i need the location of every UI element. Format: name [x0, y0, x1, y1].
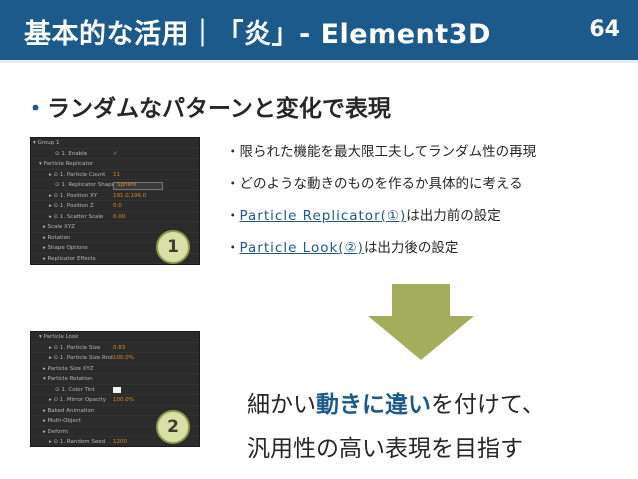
property-row: ▸ Baked Animation [31, 406, 199, 416]
property-row: ▸ ⊙ 1. Scatter Scale 6.00 [31, 212, 199, 222]
property-label: ⊙ 1. Replicator Shape [55, 182, 116, 188]
property-row: ▾ Particle Look [31, 332, 199, 343]
color-swatch [113, 386, 121, 393]
property-label: ▾ Particle Replicator [39, 161, 94, 167]
property-label: ▸ Scale XYZ [43, 224, 75, 230]
property-value: 11 [113, 171, 120, 178]
bullet-prefix: ・ [226, 240, 240, 256]
bullet-item: ・どのような動きのものを作るか具体的に考える [226, 172, 536, 204]
property-label: ▸ Shape Options [43, 245, 88, 251]
bullet-prefix: ・ [226, 208, 240, 224]
property-label: ▸ ⊙ 1. Particle Count [49, 171, 106, 178]
property-label: ▸ Particle Size XYZ [43, 365, 94, 372]
conclusion-part: を付けて、 [431, 392, 545, 418]
bullet-item: ・Particle Replicator(①)は出力前の設定 [226, 204, 536, 236]
particle-replicator-link[interactable]: Particle Replicator(①) [239, 208, 407, 224]
property-row: ▾ Particle Rotation [31, 374, 199, 385]
property-label: ▸ Rotation [43, 234, 71, 241]
property-row: ▸ Scale XYZ [31, 222, 199, 233]
property-label: ▾ Group 1 [33, 140, 60, 146]
property-value: 0.0 [113, 203, 122, 209]
property-label: ▸ Deform [43, 428, 68, 435]
property-label: ▸ ⊙ 1. Position Z [49, 203, 94, 209]
property-value: 1200 [113, 264, 127, 265]
property-label: ▸ ⊙ 1. Scatter Scale [49, 213, 104, 220]
conclusion-highlight: 動きに違い [316, 392, 431, 418]
down-arrow-icon [368, 284, 474, 360]
slide-header: 基本的な活用｜「炎」- Element3D 64 [0, 0, 638, 63]
property-value: ✓ [113, 150, 118, 157]
property-row: ▾ Particle Replicator [31, 159, 199, 170]
property-row: ⊙ 1. Color Tint [31, 385, 199, 395]
property-row: ▸ ⊙ 1. Particle Size 0.83 [31, 343, 199, 353]
conclusion-line-1: 細かい動きに違いを付けて、 [247, 383, 545, 427]
property-row: ▸ ⊙ 1. Particle Count 11 [31, 170, 199, 180]
badge-2: 2 [156, 410, 190, 444]
property-row: ▸ ⊙ 1. Position Z 0.0 [31, 201, 199, 212]
property-row: ▸ Deform [31, 427, 199, 437]
property-value: 191.0,196.0 [113, 192, 147, 199]
property-row: ▾ Group 1 [31, 138, 199, 149]
property-label: ⊙ 1. Color Tint [55, 386, 95, 393]
property-row: ▸ Particle Size XYZ [31, 364, 199, 374]
bullet-text: ・どのような動きのものを作るか具体的に考える [226, 176, 523, 192]
conclusion-text: 細かい動きに違いを付けて、 汎用性の高い表現を目指す [247, 383, 545, 471]
bullet-suffix: は出力後の設定 [363, 240, 459, 256]
property-label: ▸ ⊙ 1. Random Seed [49, 439, 106, 445]
page-number: 64 [589, 17, 620, 42]
property-label: ▾ Particle Rotation [43, 376, 93, 382]
conclusion-part: 細かい [247, 392, 316, 418]
property-value: Sphere [117, 182, 137, 188]
property-value: 6.00 [113, 213, 126, 220]
bullet-item: ・限られた機能を最大限工夫してランダム性の再現 [226, 140, 536, 172]
property-value: 0.83 [113, 344, 126, 351]
slide-title: 基本的な活用｜「炎」- Element3D [24, 19, 491, 50]
property-row: ▸ ⊙ 1. Random Seed 1200 [31, 437, 199, 446]
property-value: 1200 [113, 439, 127, 445]
property-label: ▾ Particle Look [39, 334, 79, 340]
property-label: ▸ Multi-Object [43, 418, 82, 424]
property-label: ▸ ⊙ 1. Mirror Opacity [49, 397, 106, 403]
property-row: ▸ ⊙ 1. Mirror Opacity 100.0% [31, 395, 199, 406]
property-label: ▸ Replicator Effects [43, 255, 96, 262]
property-label: ▸ ⊙ 1. Particle Size [49, 344, 101, 351]
particle-replicator-panel-screenshot: ▾ Group 1 ⊙ 1. Enable ✓ ▾ Particle Replicat… [30, 137, 200, 265]
bullet-list: ・限られた機能を最大限工夫してランダム性の再現 ・どのような動きのものを作るか具… [226, 140, 536, 268]
property-row: ▸ ⊙ 1. Position XY 191.0,196.0 [31, 191, 199, 201]
property-dropdown [113, 182, 163, 190]
particle-look-link[interactable]: Particle Look(②) [239, 240, 364, 256]
heading-text: ランダムなパターンと変化で表現 [47, 96, 391, 122]
section-heading: ・ランダムなパターンと変化で表現 [24, 89, 391, 123]
property-label: ▸ ⊙ 1. Position XY [49, 192, 98, 199]
property-row: ▸ ⊙ 1. Random Seed 1200 [31, 264, 199, 265]
property-value: 100.0% [113, 355, 134, 361]
property-row: ▸ Rotation [31, 233, 199, 243]
property-row: ▸ Multi-Object [31, 416, 199, 427]
property-row: ▸ Replicator Effects [31, 254, 199, 264]
property-label: ⊙ 1. Enable [55, 150, 88, 157]
conclusion-line-2: 汎用性の高い表現を目指す [247, 436, 523, 462]
bullet-suffix: は出力前の設定 [406, 208, 501, 224]
property-label: ▸ ⊙ 1. Particle Size Rnd [49, 355, 113, 361]
bullet-text: ・限られた機能を最大限工夫してランダム性の再現 [226, 144, 537, 160]
property-value: 100.0% [113, 397, 134, 403]
property-label: ▸ Baked Animation [43, 407, 95, 414]
property-label: ▸ ⊙ 1. Random Seed [49, 264, 105, 265]
bullet-item: ・Particle Look(②)は出力後の設定 [226, 236, 536, 268]
badge-1: 1 [156, 230, 190, 264]
property-row: ▸ Shape Options [31, 243, 199, 254]
heading-bullet: ・ [24, 96, 47, 122]
property-row: ⊙ 1. Enable ✓ [31, 149, 199, 159]
